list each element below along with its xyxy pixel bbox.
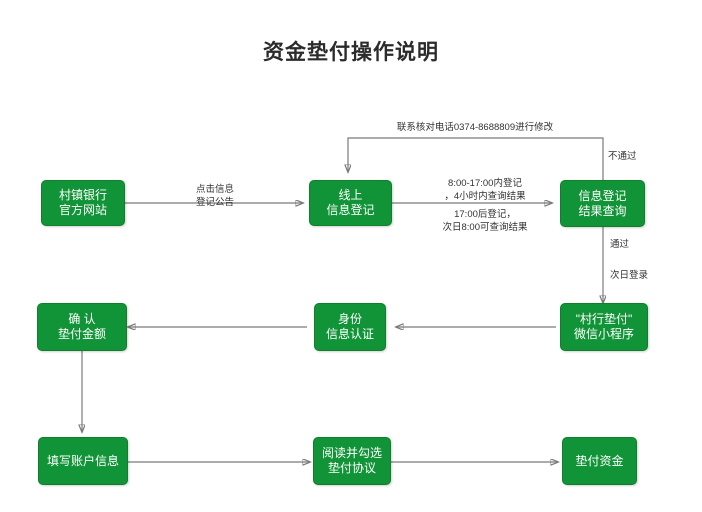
node-read-and-check-agreement[interactable]: 阅读并勾选 垫付协议: [313, 437, 391, 485]
node-online-registration[interactable]: 线上 信息登记: [309, 180, 392, 226]
connector-n3-n2-feedback: [348, 137, 604, 180]
edge-label-next-day-login: 次日登录: [610, 270, 649, 281]
node-fill-account-info[interactable]: 填写账户信息: [38, 437, 128, 485]
node-village-bank-website[interactable]: 村镇银行 官方网站: [41, 180, 125, 226]
page-title: 资金垫付操作说明: [263, 41, 439, 64]
node-confirm-advance-amount[interactable]: 确 认 垫付金额: [37, 303, 127, 351]
node-wechat-mini-program[interactable]: "村行垫付" 微信小程序: [560, 303, 648, 351]
edge-label-not-passed: 不通过: [608, 151, 637, 162]
edge-label-evening-registration: 17:00后登记， 次日8:00可查询结果: [442, 209, 528, 233]
edge-label-passed: 通过: [610, 239, 630, 250]
edge-label-contact-phone-modify: 联系核对电话0374-8688809进行修改: [396, 122, 554, 133]
edge-label-daytime-registration: 8:00-17:00内登记 ，4小时内查询结果: [444, 178, 526, 202]
edge-label-click-notice: 点击信息 登记公告: [195, 184, 234, 208]
node-registration-result-query[interactable]: 信息登记 结果查询: [560, 180, 645, 227]
node-advance-funds[interactable]: 垫付资金: [562, 437, 637, 485]
node-identity-verification[interactable]: 身份 信息认证: [314, 303, 386, 351]
